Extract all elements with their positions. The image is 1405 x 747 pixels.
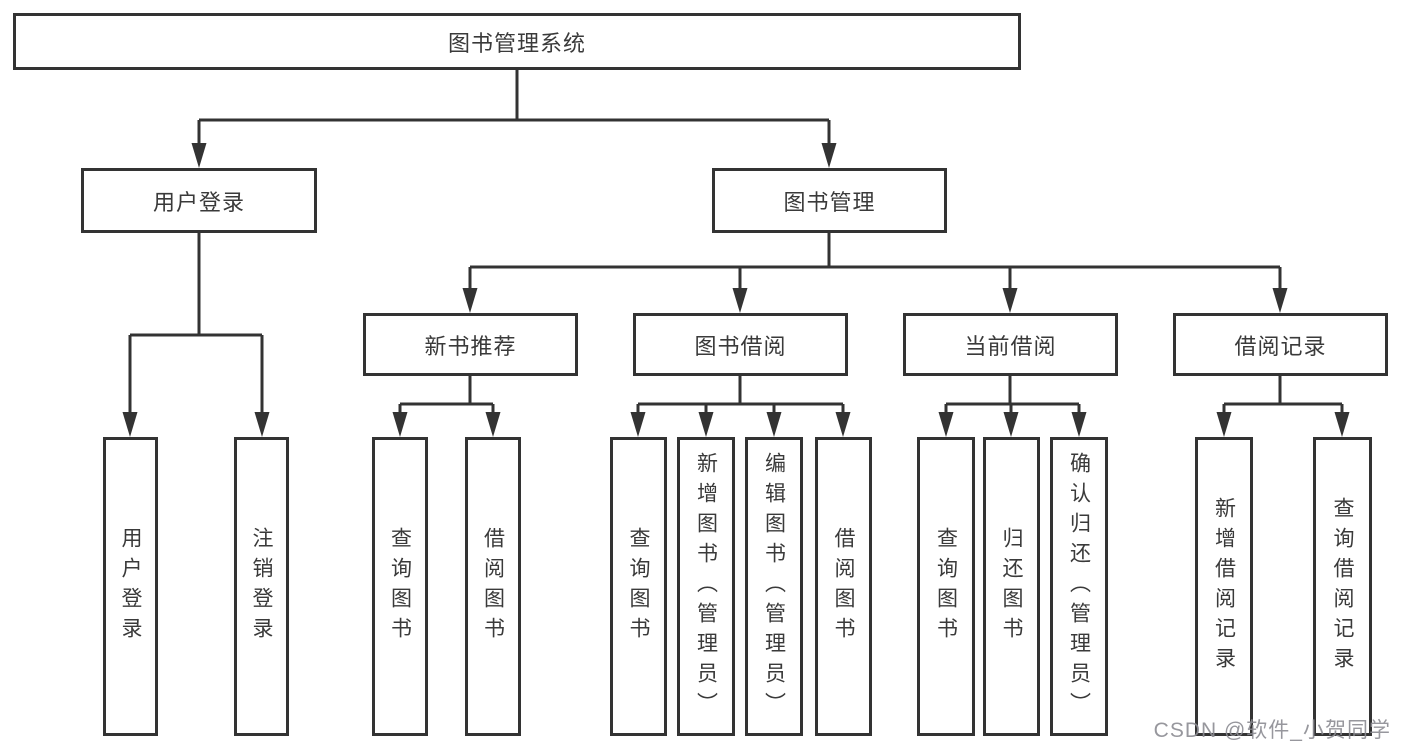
leaf-label: 新增图书（管理员）	[694, 451, 718, 722]
leaf-query-books-current: 查询图书	[917, 437, 975, 736]
leaf-label: 用户登录	[119, 526, 142, 647]
leaf-label: 借阅图书	[832, 526, 855, 647]
leaf-label: 归还图书	[1000, 526, 1023, 647]
leaf-add-borrow-record: 新增借阅记录	[1195, 437, 1253, 736]
node-borrowing-records: 借阅记录	[1173, 313, 1388, 376]
leaf-query-books-borrow: 查询图书	[610, 437, 667, 736]
leaf-return-books: 归还图书	[983, 437, 1040, 736]
leaf-query-borrow-record: 查询借阅记录	[1313, 437, 1372, 736]
leaf-label: 新增借阅记录	[1212, 496, 1236, 677]
leaf-edit-books-admin: 编辑图书（管理员）	[745, 437, 803, 736]
leaf-label: 查询图书	[934, 526, 958, 647]
leaf-borrow-books: 借阅图书	[815, 437, 872, 736]
leaf-label: 注销登录	[250, 526, 273, 647]
node-library-management-system: 图书管理系统	[13, 13, 1021, 70]
leaf-label: 查询图书	[627, 526, 650, 647]
node-new-book-recommend: 新书推荐	[363, 313, 578, 376]
leaf-label: 确认归还（管理员）	[1067, 451, 1091, 722]
leaf-borrow-books-recommend: 借阅图书	[465, 437, 521, 736]
node-current-borrowing: 当前借阅	[903, 313, 1118, 376]
leaf-logout: 注销登录	[234, 437, 289, 736]
node-book-management: 图书管理	[712, 168, 947, 233]
leaf-label: 查询借阅记录	[1331, 496, 1354, 677]
leaf-label: 借阅图书	[481, 526, 505, 647]
leaf-user-login: 用户登录	[103, 437, 158, 736]
leaf-add-books-admin: 新增图书（管理员）	[677, 437, 735, 736]
node-user-login: 用户登录	[81, 168, 317, 233]
leaf-confirm-return-admin: 确认归还（管理员）	[1050, 437, 1108, 736]
leaf-label: 编辑图书（管理员）	[762, 451, 786, 722]
node-book-borrowing: 图书借阅	[633, 313, 848, 376]
leaf-label: 查询图书	[388, 526, 412, 647]
leaf-query-books-recommend: 查询图书	[372, 437, 428, 736]
csdn-watermark: CSDN @软件_小贺同学	[1153, 719, 1391, 742]
